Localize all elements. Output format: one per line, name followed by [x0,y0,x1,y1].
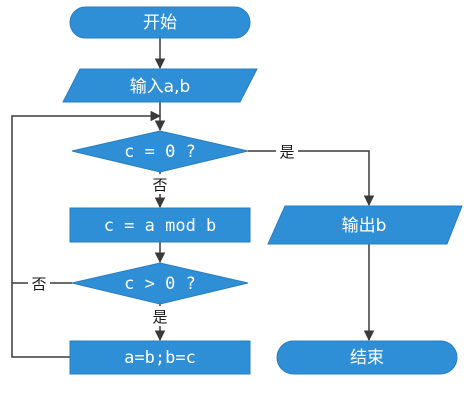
node-assign: a=b;b=c [69,340,251,375]
node-mod: c = a mod b [69,207,251,243]
assign-process-shape [69,340,251,375]
end-label: 结束 [350,348,384,368]
mod-label: c = a mod b [104,216,217,236]
cond2-no-label-bg [28,273,50,293]
cond1-no-label-bg [149,174,171,194]
cond2-yes-label: 是 [152,308,167,326]
mod-process-shape [69,207,251,243]
cond1-yes-label-bg [276,141,298,161]
node-output: 输出b [267,205,463,245]
output-label: 输出b [342,216,387,236]
start-label: 开始 [143,13,177,33]
node-cond2: c > 0 ? [71,262,249,305]
node-end: 结束 [276,340,458,375]
end-terminal-shape [276,340,458,375]
node-start: 开始 [69,6,251,39]
input-parallelogram-shape [62,68,258,103]
cond1-yes-label: 是 [279,143,294,161]
cond1-no-label: 否 [152,176,167,194]
edge-cond1-to-output [248,150,375,207]
output-parallelogram-shape [267,205,463,245]
node-input: 输入a,b [62,68,258,103]
cond2-no-label: 否 [31,275,46,293]
start-terminal-shape [69,6,251,39]
input-label: 输入a,b [130,77,191,97]
cond1-diamond-shape [71,130,249,173]
edge-assign-loop-back [11,110,162,358]
assign-label: a=b;b=c [124,348,196,368]
cond2-yes-label-bg [149,306,171,326]
cond2-diamond-shape [71,262,249,305]
cond1-label: c = 0 ? [124,142,196,162]
node-cond1: c = 0 ? [71,130,249,173]
cond2-label: c > 0 ? [124,274,196,294]
